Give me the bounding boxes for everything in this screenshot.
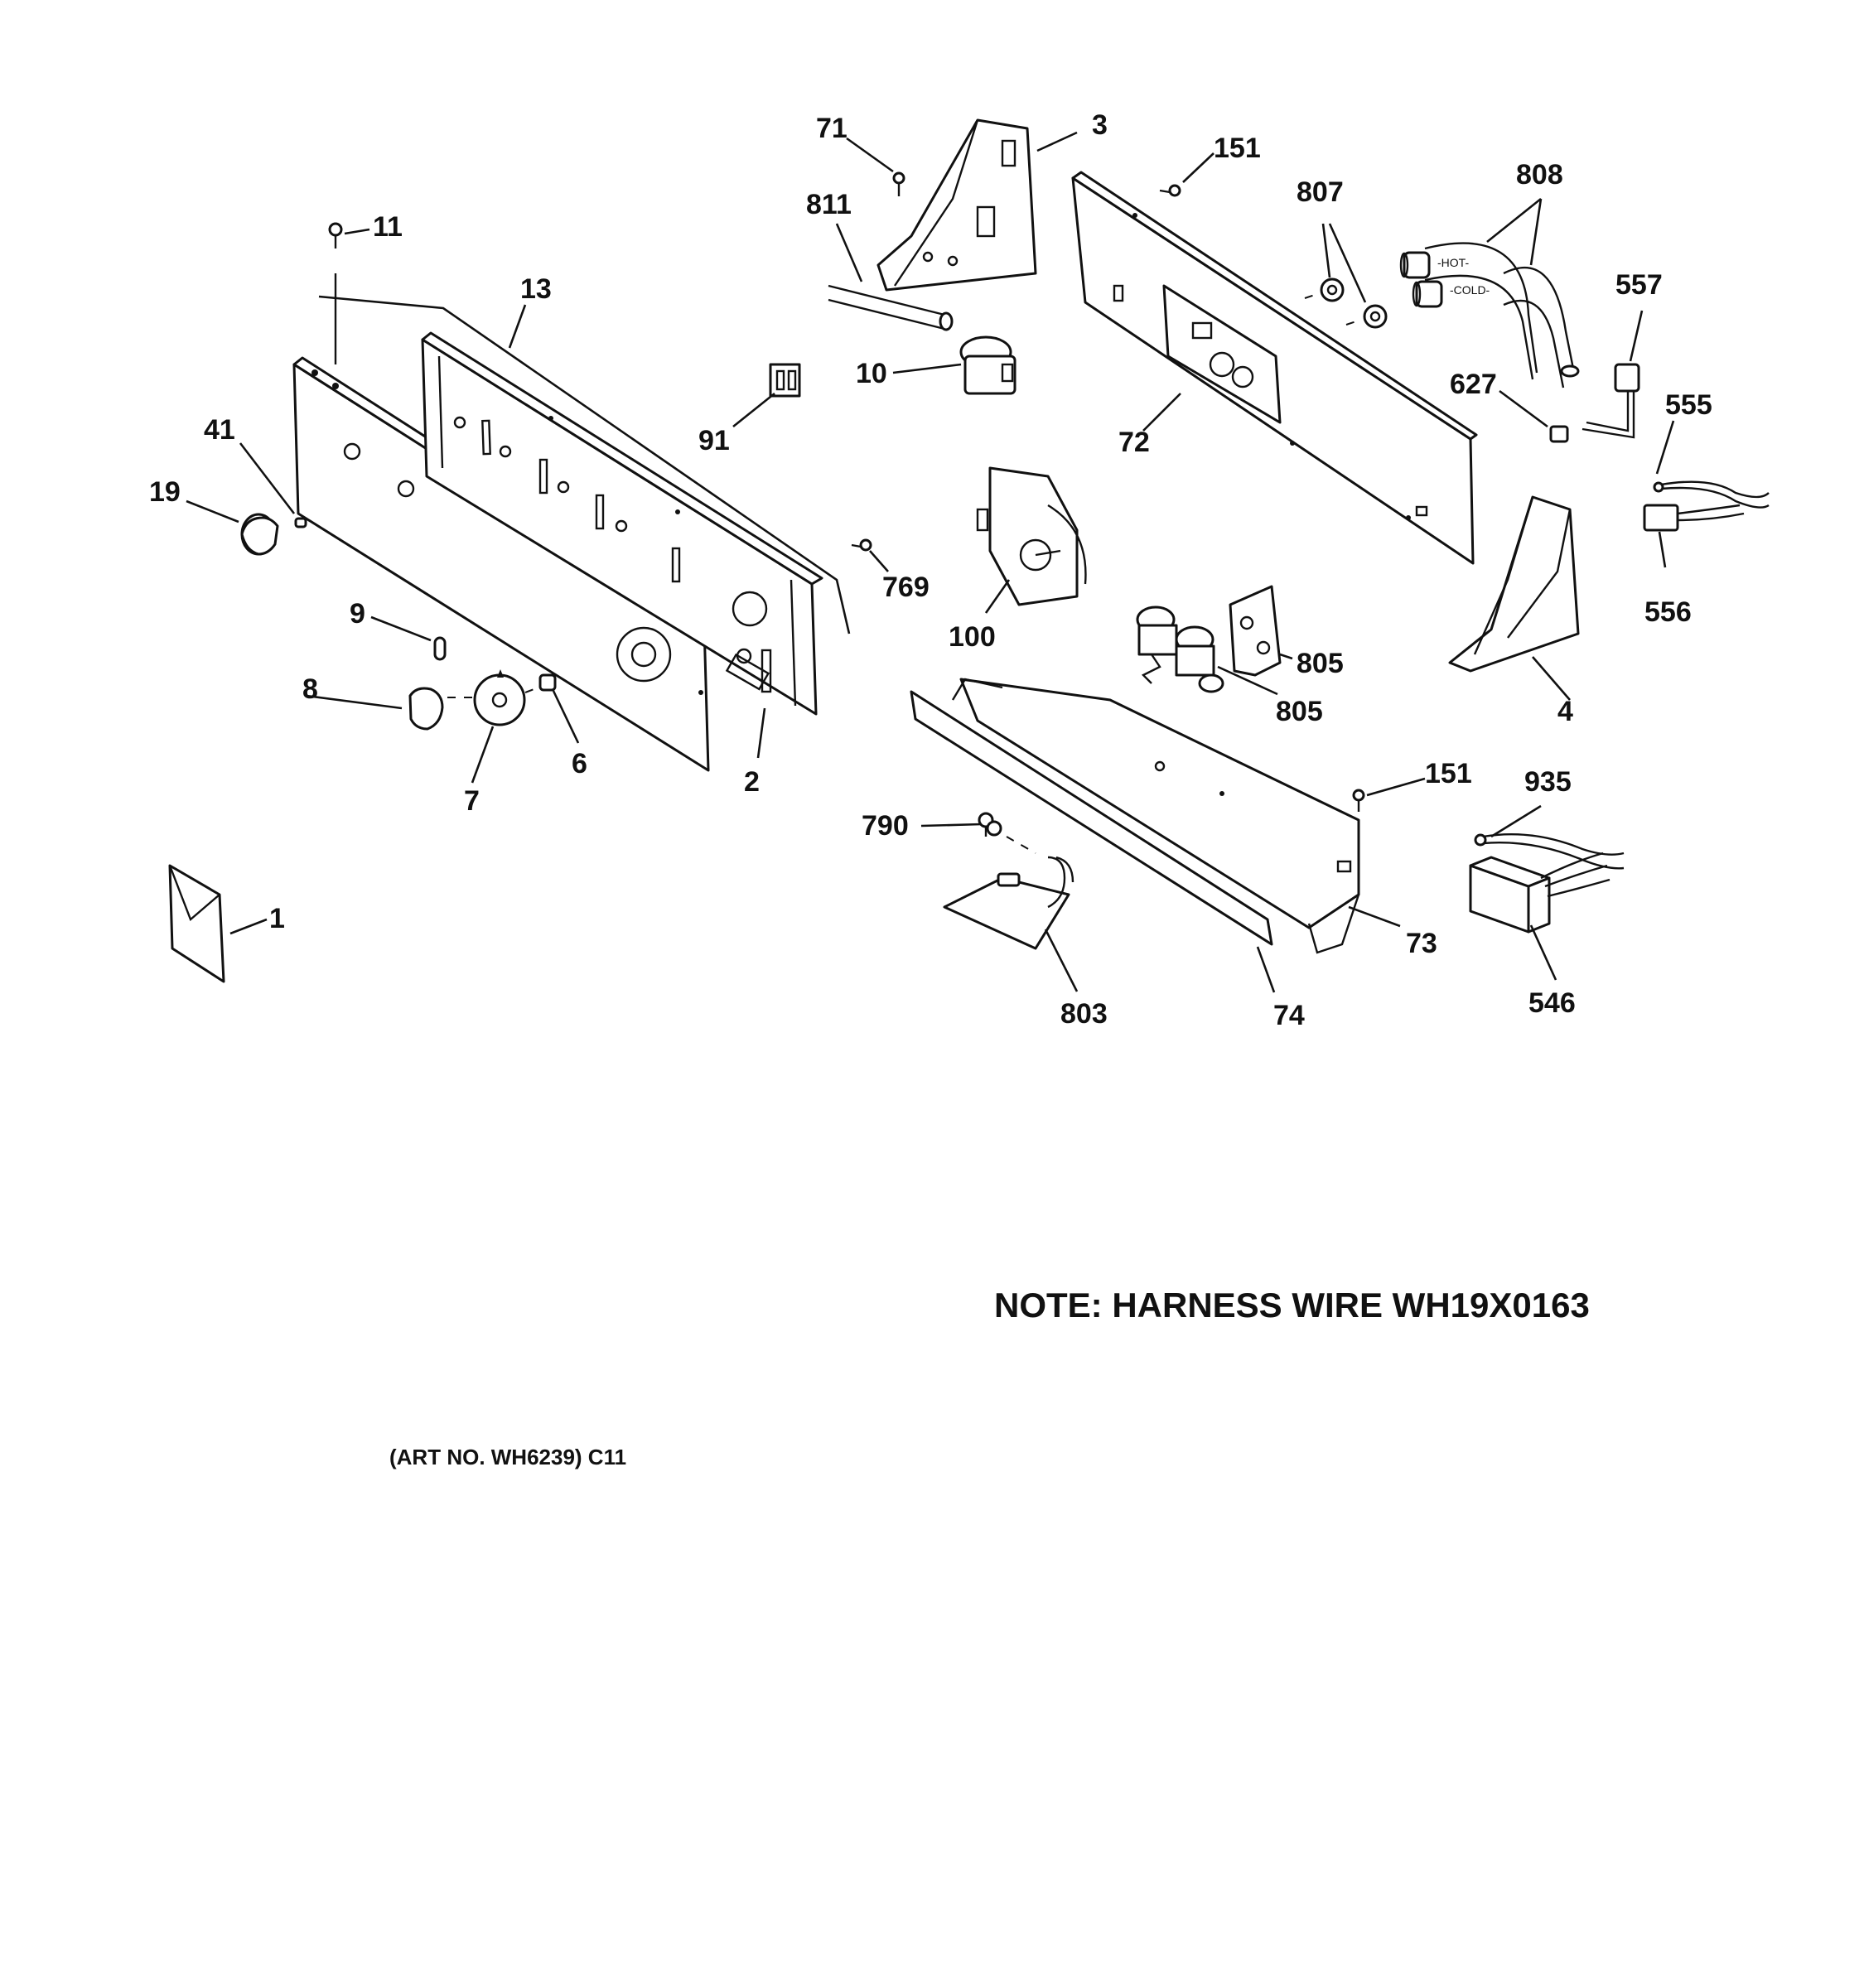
screw-icon bbox=[1159, 184, 1181, 197]
connector-part bbox=[1643, 480, 1770, 532]
label-9: 9 bbox=[350, 598, 365, 630]
part-number-labels: 71 3 151 807 808 811 11 13 557 10 627 55… bbox=[149, 109, 1712, 1031]
backsplash-part bbox=[1071, 171, 1478, 565]
label-811: 811 bbox=[806, 189, 852, 220]
harness-note: NOTE: HARNESS WIRE WH19X0163 bbox=[994, 1286, 1590, 1325]
label-555: 555 bbox=[1665, 389, 1712, 421]
label-151-top: 151 bbox=[1214, 133, 1261, 164]
label-627: 627 bbox=[1450, 369, 1497, 400]
label-71: 71 bbox=[816, 113, 847, 144]
label-790: 790 bbox=[862, 810, 909, 842]
hose-hot-text: -HOT- bbox=[1437, 256, 1469, 269]
label-803: 803 bbox=[1060, 998, 1108, 1030]
fill-hose-part: -HOT- -COLD- bbox=[1399, 242, 1580, 388]
label-13: 13 bbox=[520, 273, 552, 305]
screw-icon bbox=[1352, 789, 1365, 812]
dial-part bbox=[408, 636, 557, 731]
label-935: 935 bbox=[1524, 766, 1572, 798]
side-bracket-part bbox=[1448, 495, 1580, 673]
label-808: 808 bbox=[1516, 159, 1563, 191]
label-557: 557 bbox=[1615, 269, 1663, 301]
label-74: 74 bbox=[1273, 1000, 1305, 1031]
label-805-right: 805 bbox=[1297, 648, 1344, 679]
label-73: 73 bbox=[1406, 928, 1437, 959]
label-807: 807 bbox=[1297, 176, 1344, 208]
label-10: 10 bbox=[856, 358, 887, 389]
label-1: 1 bbox=[269, 903, 285, 934]
label-805-lower: 805 bbox=[1276, 696, 1323, 727]
end-bracket-part bbox=[876, 118, 1037, 292]
control-bracket-part bbox=[421, 331, 823, 716]
screw-icon bbox=[328, 222, 343, 248]
pressure-switch-part bbox=[959, 335, 1017, 395]
hose-part bbox=[828, 284, 954, 331]
label-6: 6 bbox=[572, 748, 587, 779]
rail-part bbox=[910, 678, 1360, 954]
lid-switch-assembly-part bbox=[943, 856, 1074, 950]
art-number: (ART NO. WH6239) C11 bbox=[389, 1445, 626, 1469]
label-2: 2 bbox=[744, 766, 760, 798]
label-91: 91 bbox=[698, 425, 730, 456]
hose-cold-text: -COLD- bbox=[1450, 283, 1490, 297]
leader-lines bbox=[186, 131, 1675, 993]
label-19: 19 bbox=[149, 476, 181, 508]
label-769: 769 bbox=[882, 572, 930, 603]
timer-part bbox=[976, 466, 1087, 606]
screw-icon bbox=[892, 171, 905, 196]
label-151-lower: 151 bbox=[1425, 758, 1472, 789]
label-11: 11 bbox=[373, 211, 403, 243]
water-valve-part bbox=[1136, 585, 1282, 693]
label-546: 546 bbox=[1528, 987, 1576, 1019]
wire-harness-part bbox=[1469, 832, 1625, 934]
label-7: 7 bbox=[464, 785, 480, 817]
screw-icon bbox=[851, 538, 872, 552]
label-4: 4 bbox=[1557, 696, 1573, 727]
plug-part bbox=[1549, 363, 1640, 443]
label-8: 8 bbox=[302, 673, 318, 705]
label-41: 41 bbox=[204, 414, 235, 446]
label-100: 100 bbox=[949, 621, 996, 653]
lid-switch-part bbox=[769, 363, 801, 398]
manual-part bbox=[168, 864, 225, 983]
label-3: 3 bbox=[1092, 109, 1108, 141]
label-72: 72 bbox=[1118, 427, 1150, 458]
label-556: 556 bbox=[1644, 596, 1692, 628]
clip-part bbox=[986, 820, 1036, 854]
washer-part bbox=[1304, 277, 1388, 329]
knob-part bbox=[240, 513, 307, 556]
